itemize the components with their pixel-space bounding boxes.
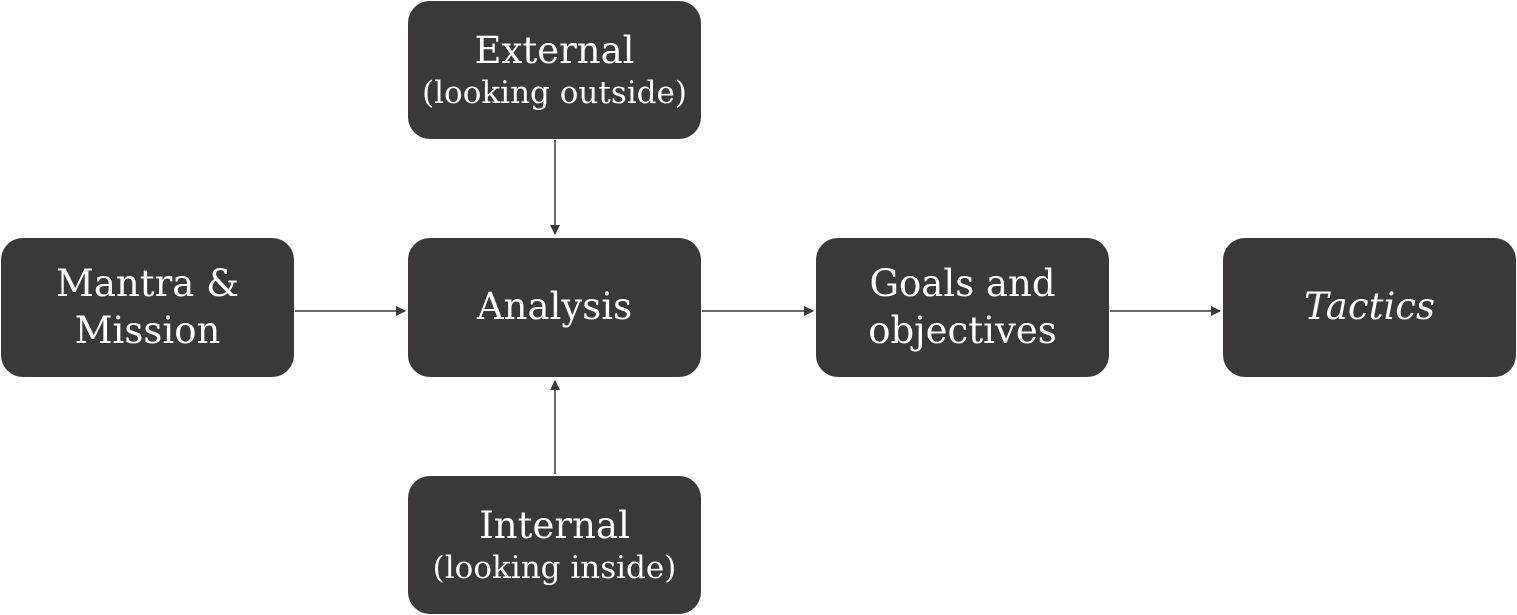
mantra-label-line1: Mantra &	[55, 262, 240, 306]
external-box: External (looking outside)	[408, 1, 701, 139]
goals-label-line1: Goals and	[869, 262, 1056, 306]
tactics-label: Tactics	[1304, 285, 1435, 329]
mantra-mission-box: Mantra & Mission	[1, 238, 294, 377]
tactics-box: Tactics	[1223, 238, 1516, 377]
goals-objectives-box: Goals and objectives	[816, 238, 1109, 377]
internal-sublabel: (looking inside)	[432, 549, 677, 586]
analysis-label: Analysis	[476, 285, 633, 329]
analysis-box: Analysis	[408, 238, 701, 377]
external-sublabel: (looking outside)	[422, 74, 687, 111]
mantra-label-line2: Mission	[74, 308, 221, 352]
internal-box: Internal (looking inside)	[408, 476, 701, 614]
goals-label-line2: objectives	[868, 308, 1057, 352]
internal-label: Internal	[479, 503, 630, 547]
external-label: External	[474, 28, 635, 72]
